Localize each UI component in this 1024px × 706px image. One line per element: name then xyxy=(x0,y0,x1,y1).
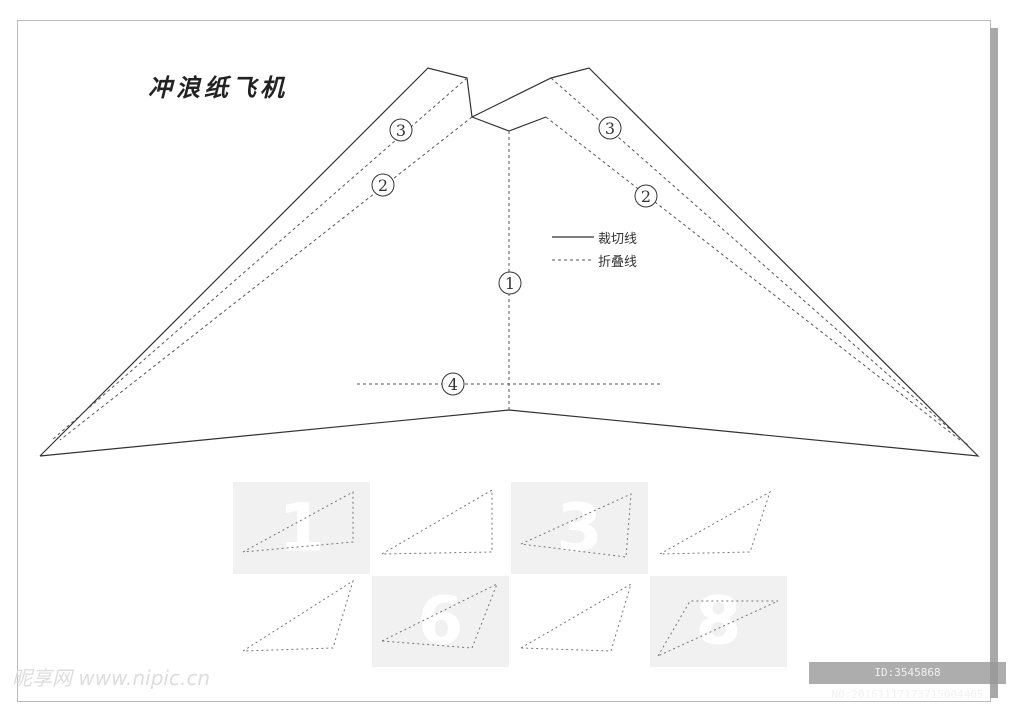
step-number: 5 xyxy=(278,582,325,660)
marker-3-left: 3 xyxy=(396,121,406,140)
marker-3-right: 3 xyxy=(605,119,615,138)
fold-line-right-3 xyxy=(550,77,969,446)
step-4: 4 xyxy=(650,482,787,574)
marker-2-left: 2 xyxy=(378,176,388,195)
step-number: 1 xyxy=(278,489,325,567)
page-shadow xyxy=(990,28,998,698)
marker-2-right: 2 xyxy=(641,187,651,206)
watermark-logo: 昵享网 www.nipic.cn xyxy=(12,666,211,690)
step-8: 8 xyxy=(650,575,787,667)
marker-1: 1 xyxy=(505,274,515,293)
step-1: 1 xyxy=(233,482,370,574)
step-number: 6 xyxy=(417,582,464,660)
step-6: 6 xyxy=(372,575,509,667)
page-title: 冲浪纸飞机 xyxy=(148,73,288,102)
marker-4: 4 xyxy=(448,375,458,394)
step-number: 7 xyxy=(556,582,603,660)
step-2: 2 xyxy=(372,482,509,574)
fold-line-left-2 xyxy=(59,116,473,441)
folding-steps-grid: 1 2 3 4 5 6 7 8 xyxy=(233,482,787,667)
legend-fold-label: 折叠线 xyxy=(598,255,638,270)
legend-cut-label: 裁切线 xyxy=(598,232,638,247)
cut-line-notch xyxy=(471,116,547,132)
watermark-id: ID:3545868 NO:20161117173715004405 xyxy=(809,662,1006,701)
step-7: 7 xyxy=(511,575,648,667)
fold-line-right-2 xyxy=(545,116,961,441)
step-3: 3 xyxy=(511,482,648,574)
step-5: 5 xyxy=(233,575,370,667)
